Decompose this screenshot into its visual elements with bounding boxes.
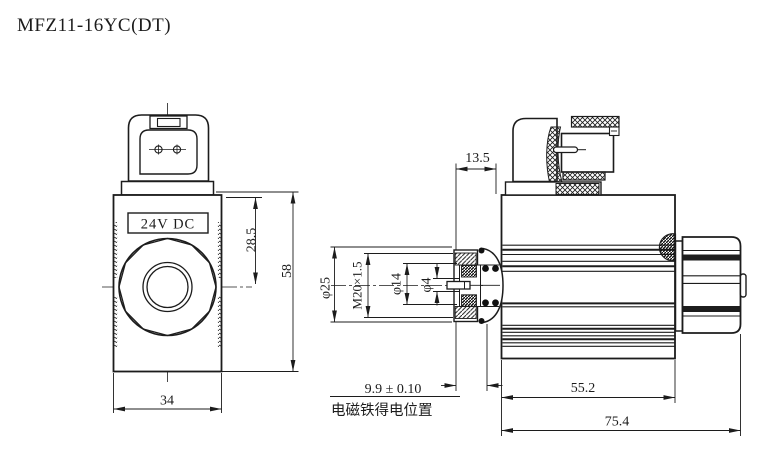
nut-dodecagon xyxy=(118,237,217,337)
connector-housing xyxy=(127,114,210,182)
seal-block-top xyxy=(461,265,477,278)
dim-height xyxy=(216,191,299,372)
knurl-edge xyxy=(114,222,118,278)
knurl-edge xyxy=(114,296,118,348)
nut-bands xyxy=(683,249,740,317)
rear-collar xyxy=(674,240,684,332)
dim-center-height-label: 28.5 xyxy=(245,228,260,253)
dim-body-length xyxy=(501,360,676,436)
plug-top-gasket xyxy=(570,115,620,128)
dim-bore-label: φ14 xyxy=(390,273,405,295)
retainer-dot xyxy=(478,318,485,324)
voltage-plate xyxy=(127,212,209,234)
energized-position-note: 电磁铁得电位置 xyxy=(331,402,433,419)
oring-dot xyxy=(492,299,499,307)
retainer-dot xyxy=(478,247,485,254)
oring-dot xyxy=(482,265,489,272)
knurl-ring-detail xyxy=(658,233,677,262)
oring-dot xyxy=(482,299,489,307)
bore-circle-inner xyxy=(146,265,189,309)
armature-tube-section xyxy=(446,247,504,324)
connector-socket xyxy=(139,129,198,175)
dim-connector-offset-label: 13.5 xyxy=(465,151,490,166)
connector-base-plate xyxy=(120,180,215,196)
drawing-title: MFZ11-16YC(DT) xyxy=(17,15,171,36)
dim-body-length-label: 55.2 xyxy=(571,381,596,396)
dim-width xyxy=(113,373,222,413)
dim-energized-position xyxy=(330,324,503,397)
dim-mounting-thread xyxy=(364,253,453,318)
knurl-edge xyxy=(217,222,221,278)
dim-coil-tube-od-label: φ25 xyxy=(319,277,334,299)
terminal-pin xyxy=(552,146,579,154)
dim-mounting-thread-label: M20×1.5 xyxy=(349,261,364,309)
dim-width-label: 34 xyxy=(160,394,174,409)
flange-hatch-bottom xyxy=(454,306,477,319)
dim-center-height xyxy=(226,197,262,284)
push-pin xyxy=(446,280,471,290)
dim-pin xyxy=(433,264,459,306)
connector-latch-inner xyxy=(156,117,181,128)
oring-dot xyxy=(492,265,499,272)
dim-coil-tube-od xyxy=(330,246,452,323)
rear-nut xyxy=(681,236,742,334)
connector-side-section xyxy=(504,115,620,196)
gasket-block xyxy=(555,183,600,195)
plug-bottom-gasket xyxy=(562,171,606,181)
dim-overall-length-label: 75.4 xyxy=(605,415,630,430)
body-fins xyxy=(502,244,675,347)
front-view-dimensions xyxy=(113,191,299,413)
front-view xyxy=(102,103,252,382)
side-view xyxy=(331,115,747,360)
bore-circle-outer xyxy=(142,261,193,313)
coil-body-side xyxy=(500,194,676,360)
dim-connector-offset xyxy=(455,163,497,391)
manual-override-pin xyxy=(739,273,747,298)
dim-energized-position-label: 9.9 ± 0.10 xyxy=(365,382,422,397)
dim-bore xyxy=(403,263,457,305)
flange-hatch-top xyxy=(454,252,477,266)
knurl-edge xyxy=(217,296,221,348)
side-view-dimensions xyxy=(330,163,741,436)
dim-overall-length xyxy=(501,334,741,436)
connector-latch-tab xyxy=(149,115,188,130)
voltage-plate-label: 24V DC xyxy=(141,217,195,233)
connector-seal-strip xyxy=(546,126,563,183)
connector-hood xyxy=(512,117,558,183)
seal-block-bottom xyxy=(461,294,477,307)
dim-pin-label: φ4 xyxy=(420,277,435,292)
dim-height-label: 58 xyxy=(280,264,295,278)
